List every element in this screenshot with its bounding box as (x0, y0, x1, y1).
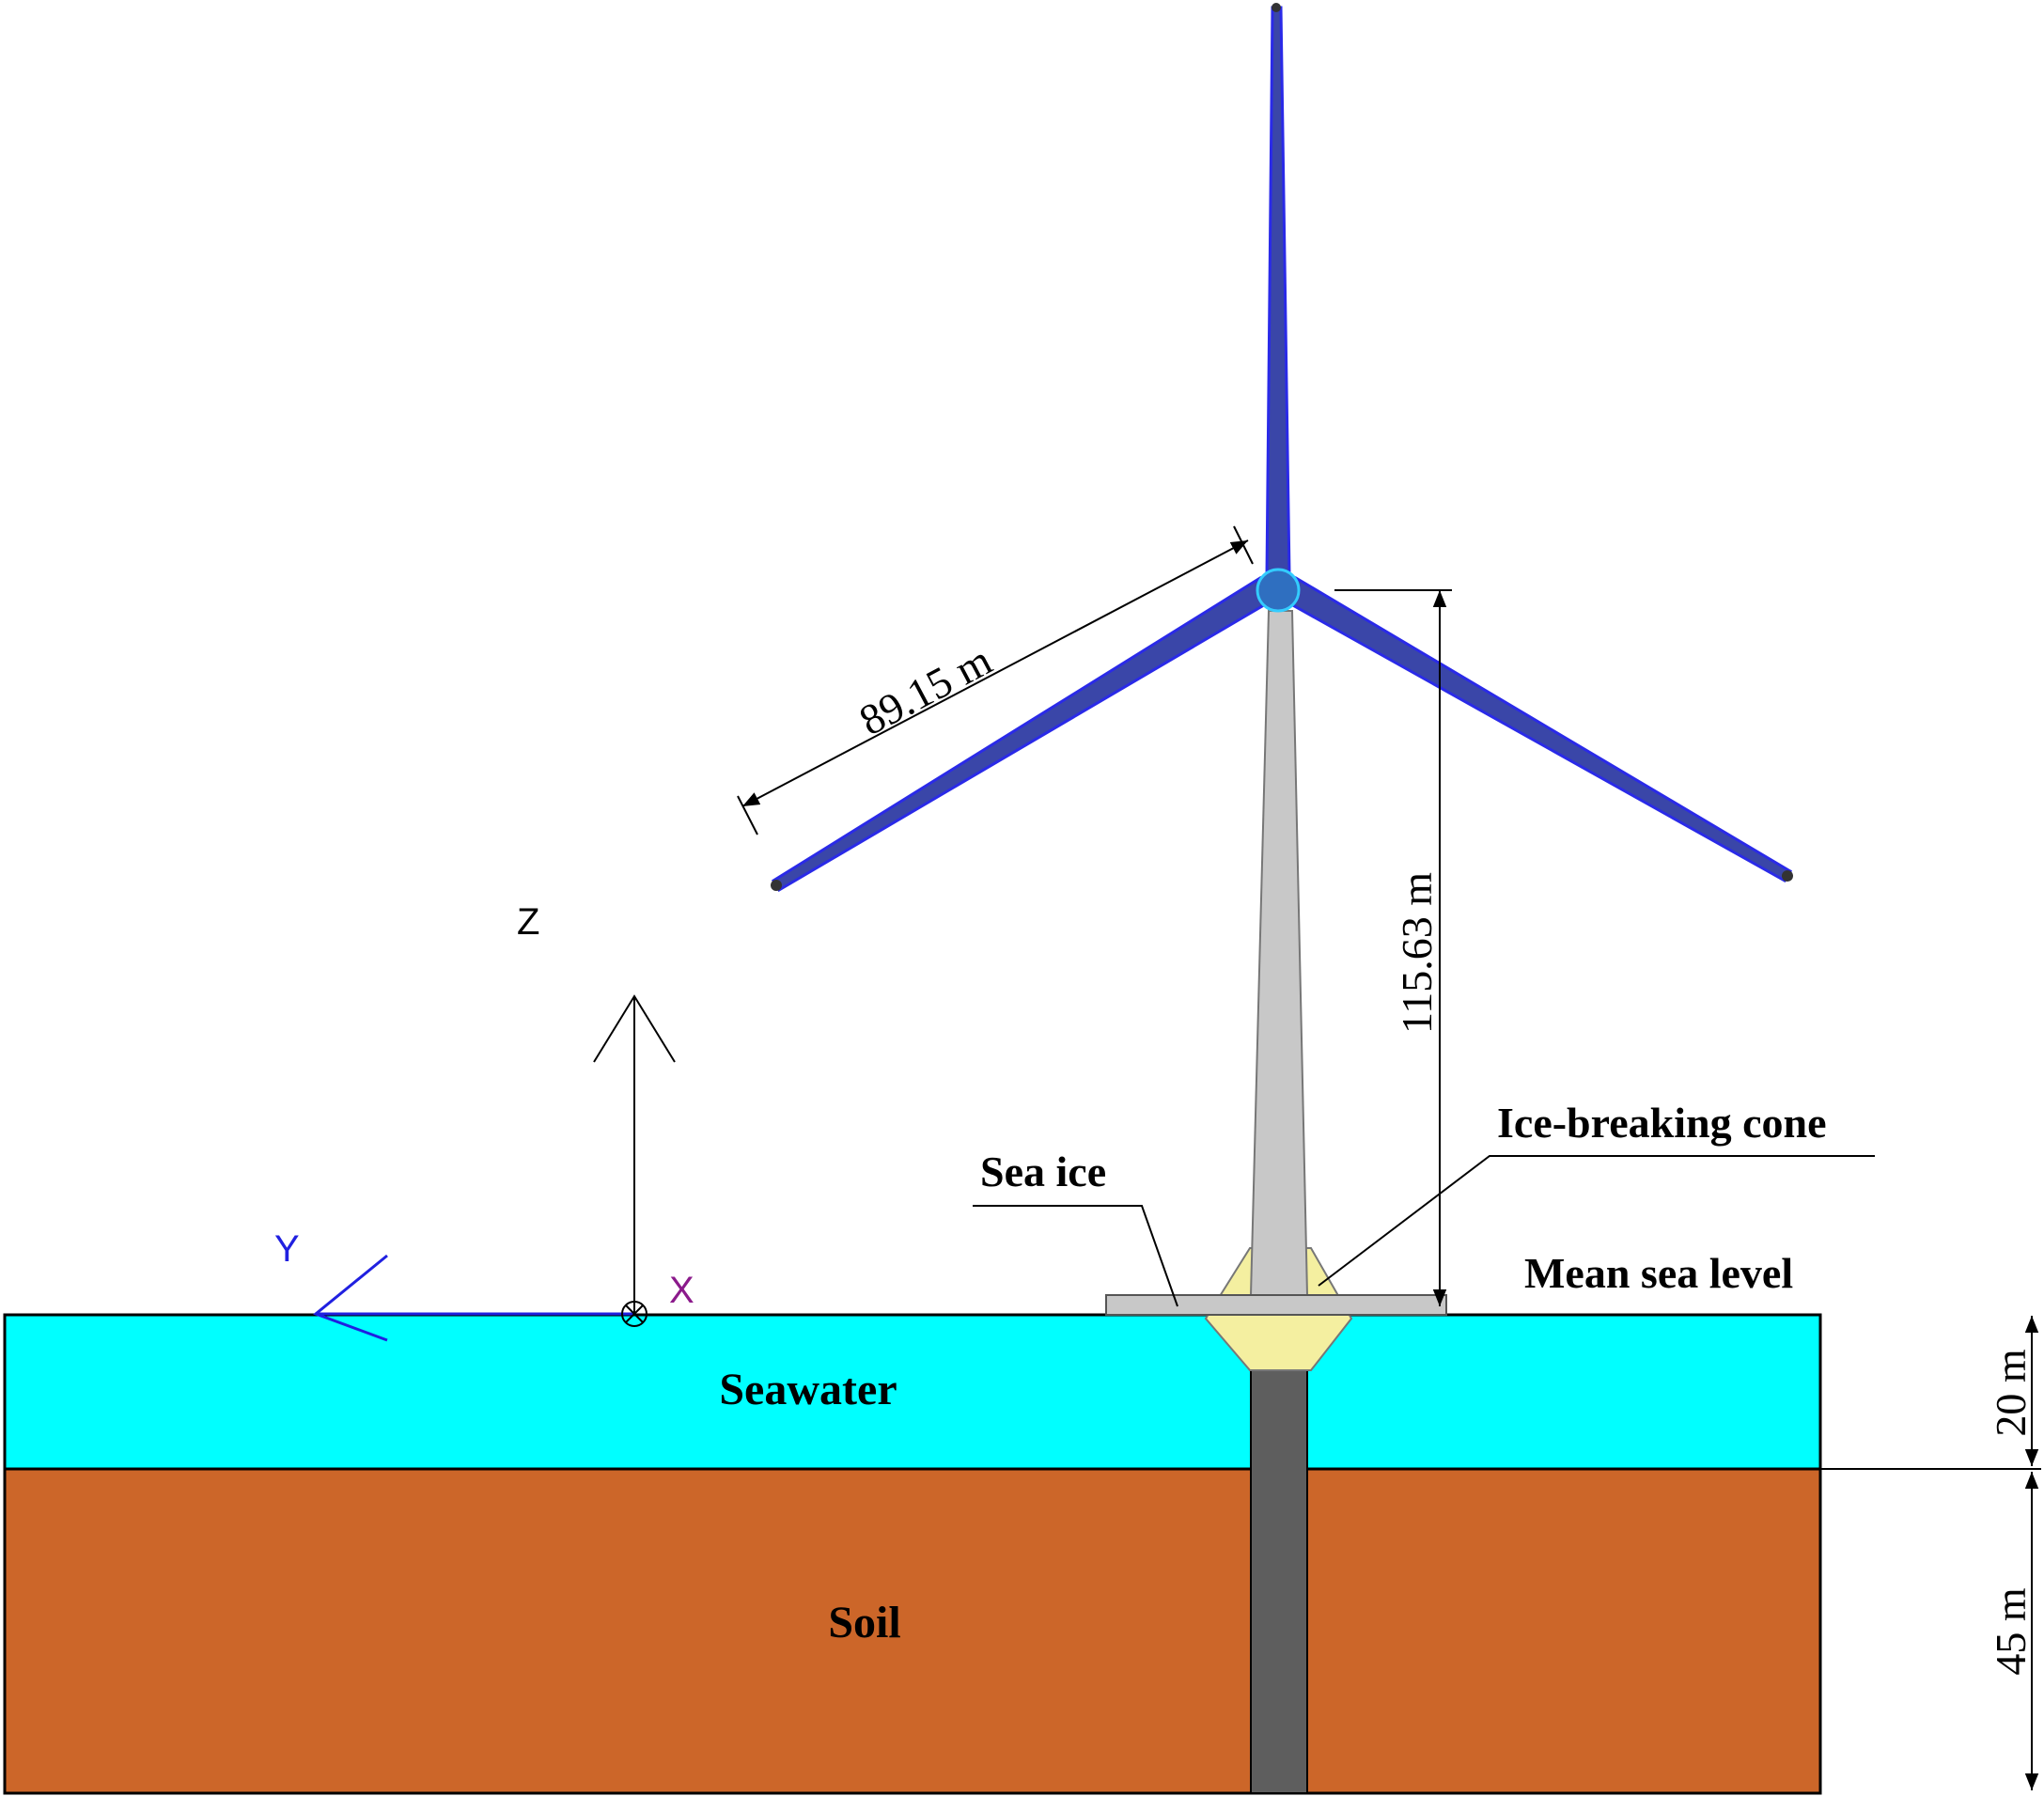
blade-left (771, 575, 1276, 893)
sea-ice-label: Sea ice (980, 1148, 1106, 1195)
blade-right (1280, 575, 1793, 883)
hub-height-dimension: 115.63 m (1334, 589, 1452, 1306)
soil-depth-dimension: 45 m (1820, 1468, 2041, 1790)
z-axis-label: Z (517, 901, 539, 943)
sea-ice-leader (973, 1205, 1178, 1307)
ice-cone-label: Ice-breaking cone (1497, 1099, 1827, 1147)
soil-depth-label: 45 m (1987, 1587, 2035, 1676)
y-axis-label: Y (274, 1228, 300, 1270)
water-depth-label: 20 m (1987, 1349, 2035, 1437)
seawater-layer (3, 1313, 1822, 1471)
sea-ice-plate (1105, 1294, 1447, 1316)
soil-label: Soil (828, 1598, 900, 1648)
blade-length-label: 89.15 m (851, 635, 999, 744)
x-axis-label: X (669, 1270, 694, 1311)
tower (1249, 610, 1309, 1296)
x-axis-into-page-icon (621, 1301, 648, 1327)
monopile (1250, 1313, 1308, 1794)
seawater-label: Seawater (719, 1365, 897, 1414)
soil-layer (3, 1467, 1822, 1795)
hub (1256, 568, 1301, 613)
water-depth-dimension: 20 m (1987, 1316, 2039, 1466)
mean-sea-level-label: Mean sea level (1524, 1249, 1793, 1297)
ice-cone-leader (1318, 1155, 1875, 1287)
hub-height-label: 115.63 m (1393, 872, 1441, 1034)
blade-top (1265, 6, 1291, 577)
blade-length-dimension: 89.15 m (737, 525, 1254, 836)
coordinate-axes: Z Y X (274, 901, 694, 1342)
